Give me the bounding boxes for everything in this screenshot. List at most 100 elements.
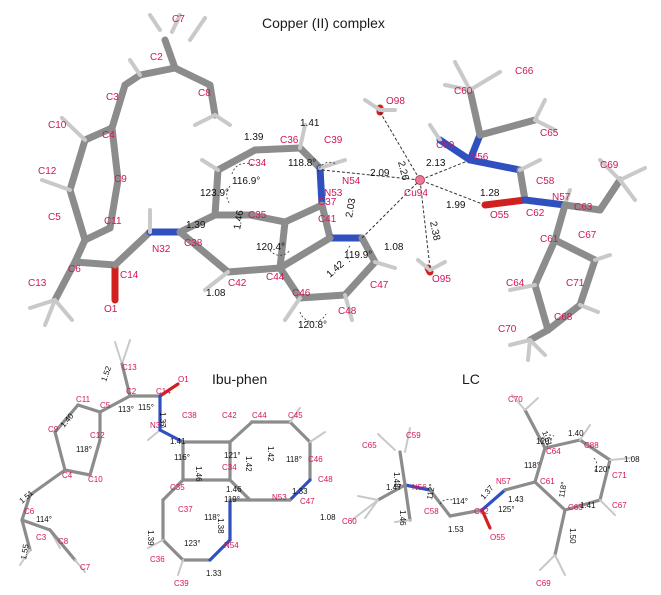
- atom-label: C48: [338, 306, 357, 317]
- measurement: 2.13: [426, 158, 446, 169]
- measurement: 2.26: [395, 160, 410, 182]
- atom-label: C46: [292, 288, 311, 299]
- measurement: 1.08: [384, 242, 404, 253]
- atom-label: C5: [48, 212, 61, 223]
- measurement: 1.08: [624, 455, 640, 464]
- measurement: 118°: [286, 455, 302, 464]
- atom-label: C71: [566, 278, 585, 289]
- measurement: 113°: [118, 405, 134, 414]
- atom-label: N57: [496, 477, 511, 486]
- atom-label: C8: [198, 88, 211, 99]
- atom-label: C45: [288, 411, 303, 420]
- ibu-phen-bonds: [19, 339, 326, 576]
- atom-label: C70: [508, 395, 523, 404]
- atom-label: C64: [506, 278, 525, 289]
- panel-title-lc: LC: [462, 371, 480, 387]
- measurement: 120°: [536, 437, 553, 446]
- measurement: 1.46: [398, 510, 407, 526]
- atom-label: C6: [68, 264, 81, 275]
- atom-label: C58: [536, 176, 555, 187]
- atom-label: C34: [222, 463, 237, 472]
- atom-label: O98: [386, 96, 405, 107]
- atom-label: N57: [552, 192, 571, 203]
- measurement: 118°: [76, 445, 92, 454]
- atom-label: C66: [515, 66, 534, 77]
- atom-label: C69: [536, 579, 551, 588]
- measurement: 1.53: [448, 525, 464, 534]
- measurement: 1.33: [206, 569, 222, 578]
- atom-label: C14: [120, 270, 139, 281]
- atom-label: C69: [600, 160, 619, 171]
- measurement: 1.42: [266, 446, 275, 462]
- measurement: 1.37: [158, 412, 167, 428]
- measurement: 1.38: [216, 518, 225, 534]
- measurement: 1.33: [292, 487, 308, 496]
- atom-label: N32: [152, 244, 171, 255]
- measurement: 1.52: [99, 364, 113, 382]
- panel-title-copper-complex: Copper (II) complex: [262, 15, 385, 31]
- atom-label: C44: [252, 411, 267, 420]
- atom-label: C71: [612, 471, 627, 480]
- measurement: 125°: [498, 505, 515, 514]
- measurement: 1.42: [325, 259, 347, 280]
- atom-label: O55: [490, 210, 509, 221]
- atom-label: C64: [546, 447, 561, 456]
- atom-label: N54: [224, 541, 239, 550]
- measurement: 1.47: [386, 483, 402, 492]
- atom-label: C41: [318, 214, 337, 225]
- measurement: 1.43: [508, 495, 524, 504]
- top-molecule-bonds: [28, 13, 647, 362]
- panel-title-ibu-phen: Ibu-phen: [212, 371, 267, 387]
- ibu-phen-atom-labels: C13 O1 C2 C14 C11 C5 N32 C38 C42 C44 C45…: [24, 363, 333, 588]
- measurement: 114°: [36, 515, 52, 524]
- measurement: 123.9°: [200, 188, 229, 199]
- atom-label: C7: [172, 14, 185, 25]
- atom-label: N53: [272, 493, 287, 502]
- atom-label: C3: [36, 533, 47, 542]
- atom-label: C34: [248, 158, 267, 169]
- measurement: 1.50: [568, 528, 577, 544]
- atom-label: N54: [342, 176, 361, 187]
- top-measurements: 1.41 1.39 118.8° 2.26 2.09 2.13 116.9° 1…: [186, 118, 500, 331]
- atom-label: O1: [178, 375, 189, 384]
- atom-label: C38: [184, 238, 203, 249]
- atom-label: C39: [174, 579, 189, 588]
- atom-label: Cu94: [404, 188, 428, 199]
- measurement: 118.8°: [288, 158, 316, 169]
- measurement: 1.28: [480, 188, 500, 199]
- atom-label: C9: [48, 425, 59, 434]
- atom-label: C35: [170, 483, 185, 492]
- measurement: 1.41: [170, 437, 186, 446]
- measurement: 1.46: [194, 466, 203, 482]
- top-atom-labels: C7 C2 C3 C8 C4 C10 C9 C12 C5 C11 C6 C13 …: [28, 14, 619, 335]
- atom-label: C3: [106, 92, 119, 103]
- atom-label: C9: [114, 174, 127, 185]
- atom-label: C11: [76, 395, 91, 404]
- measurement: 1.46: [226, 485, 242, 494]
- atom-label: C6: [24, 507, 35, 516]
- measurement: 123°: [184, 539, 201, 548]
- atom-label: C36: [150, 555, 165, 564]
- measurement: 1.40: [59, 411, 76, 429]
- measurement: 2.09: [370, 168, 390, 179]
- atom-label: C7: [80, 563, 91, 572]
- atom-label: C13: [122, 363, 137, 372]
- atom-label: C13: [28, 278, 47, 289]
- atom-label: C37: [178, 505, 193, 514]
- atom-label: C67: [612, 501, 627, 510]
- atom-label: N56: [470, 152, 489, 163]
- atom-label: C62: [474, 507, 489, 516]
- measurement: 112°: [425, 483, 437, 500]
- atom-label: C63: [568, 503, 583, 512]
- measurement: 1.48: [392, 472, 401, 488]
- measurement: 114°: [452, 497, 468, 506]
- lc-measurements: 1.51 1.40 120° 120° 1.08 1.48 118° 1.47 …: [386, 429, 640, 544]
- lc-bonds: [351, 394, 633, 576]
- atom-label: C58: [424, 507, 439, 516]
- measurement: 1.08: [320, 513, 336, 522]
- measurement: 118°: [204, 513, 220, 522]
- measurement: 1.41: [300, 118, 320, 129]
- atom-label: C88: [584, 441, 599, 450]
- atom-label: C65: [362, 441, 377, 450]
